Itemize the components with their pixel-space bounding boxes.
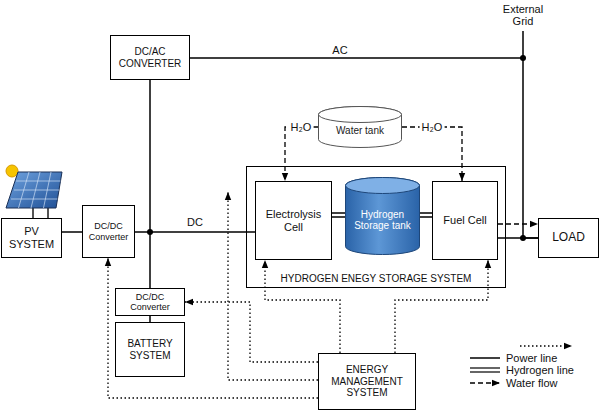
legend-water-sample <box>470 382 500 383</box>
hydrogen-line <box>420 215 432 216</box>
management-box: ENERGY MANAGEMENT SYSTEM <box>318 353 416 410</box>
legend-power-sample <box>470 357 500 359</box>
node-text: Fuel Cell <box>443 214 486 227</box>
converter-box: DC/DC Converter <box>82 205 135 258</box>
water-tank: Water tank <box>318 106 402 148</box>
load-box: LOAD <box>538 218 599 258</box>
node-text: PV SYSTEM <box>4 225 59 250</box>
storage-system-region: HYDROGEN ENEGY STORAGE SYSTEM Electrolysi… <box>246 166 506 288</box>
control-line <box>185 302 318 362</box>
pv-panel-illustration <box>6 165 62 218</box>
water-flow <box>402 127 462 181</box>
power-line <box>150 80 151 288</box>
electrolysis-box: Electrolysis Cell <box>255 181 332 260</box>
fuel-cell-box: Fuel Cell <box>432 181 498 260</box>
power-line <box>62 232 82 233</box>
legend-hydrogen-sample <box>470 367 500 368</box>
power-line <box>135 232 255 233</box>
pv-system-box: PV SYSTEM <box>1 218 62 258</box>
node-text: LOAD <box>552 231 585 245</box>
water-flow <box>285 127 318 181</box>
hydrogen-tank: Hydrogen Storage tank <box>345 177 420 255</box>
node-text: ENERGY MANAGEMENT SYSTEM <box>321 364 413 399</box>
node-text: DC/AC CONVERTER <box>113 46 187 69</box>
water-flow <box>498 224 538 225</box>
connector-label: AC <box>330 44 349 56</box>
power-line <box>498 238 538 239</box>
converter-box: DC/DC Converter <box>115 288 185 316</box>
hydrogen-line <box>332 215 345 216</box>
node-text: Water tank <box>336 125 384 137</box>
node-text: DC/DC Converter <box>85 221 132 242</box>
node-text: DC/DC Converter <box>118 292 182 313</box>
connector-label: H₂O <box>289 121 314 133</box>
connector-label: DC <box>185 216 205 228</box>
node-text: Electrolysis Cell <box>258 208 329 233</box>
node-text: BATTERY SYSTEM <box>118 338 182 361</box>
grid-line <box>522 31 524 58</box>
battery-box: BATTERY SYSTEM <box>115 322 185 377</box>
legend-text: Hydrogen line <box>506 364 574 376</box>
node-text: HYDROGEN ENEGY STORAGE SYSTEM <box>281 273 472 285</box>
connector-label: H₂O <box>420 121 445 133</box>
node-text: Hydrogen Storage tank <box>347 209 418 232</box>
legend-text: Power line <box>506 352 557 364</box>
legend-control-sample <box>520 345 572 346</box>
converter-box: DC/AC CONVERTER <box>110 35 190 80</box>
legend-text: Water flow <box>506 377 558 389</box>
grid-label: External Grid <box>493 3 553 27</box>
legend-hydrogen-sample <box>470 371 500 372</box>
